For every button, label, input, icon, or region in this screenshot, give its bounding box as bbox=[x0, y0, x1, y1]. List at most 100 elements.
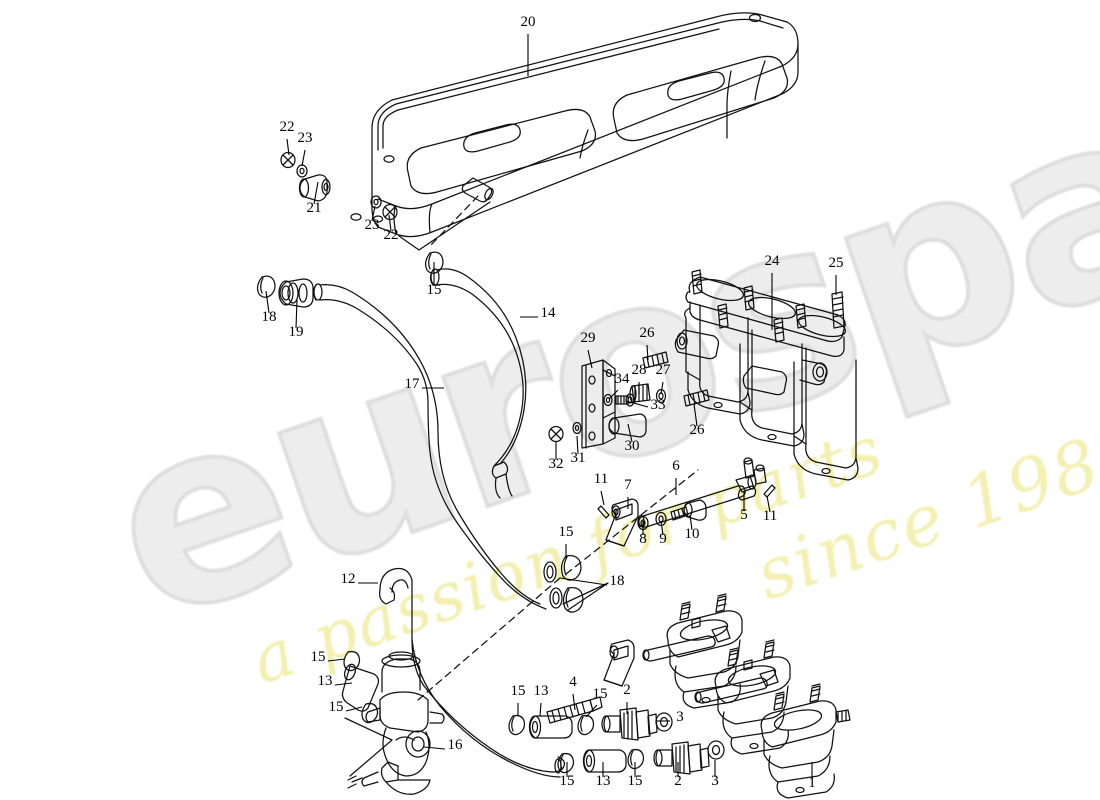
callout-number-9: 9 bbox=[659, 531, 667, 547]
callout-number-3: 3 bbox=[676, 709, 684, 725]
part-hose-13b bbox=[528, 715, 573, 739]
assembly-bracket-cover bbox=[398, 201, 491, 251]
part-clip-15d bbox=[361, 702, 379, 724]
callout-leader-line bbox=[295, 299, 298, 329]
callout-leader-line bbox=[646, 344, 649, 361]
callout-number-14: 14 bbox=[541, 305, 557, 321]
callout-number-23: 23 bbox=[298, 130, 313, 146]
part-fitting-2a bbox=[601, 707, 658, 741]
callout-number-13: 13 bbox=[318, 673, 333, 689]
callout-number-12: 12 bbox=[341, 571, 356, 587]
assembly-dashline-18 bbox=[565, 469, 699, 575]
part-clip-15g bbox=[557, 752, 575, 774]
callout-leader-line bbox=[334, 682, 353, 686]
callout-leader-line bbox=[625, 400, 649, 408]
assembly-fan-pump bbox=[344, 717, 393, 777]
callout-number-33: 33 bbox=[651, 397, 666, 413]
part-hose-14 bbox=[429, 268, 527, 499]
callout-number-34: 34 bbox=[615, 371, 631, 387]
assembly-fan-18 bbox=[562, 582, 609, 611]
part-hose-13a bbox=[341, 663, 380, 712]
callout-number-1: 1 bbox=[808, 775, 816, 791]
part-clip-18b bbox=[560, 555, 582, 581]
callout-leader-line bbox=[388, 214, 392, 232]
callout-number-15: 15 bbox=[628, 773, 643, 789]
callout-number-11: 11 bbox=[763, 508, 777, 524]
callout-number-18: 18 bbox=[610, 573, 625, 589]
part-cover-20 bbox=[350, 12, 799, 238]
callout-leader-line bbox=[286, 138, 290, 156]
callout-number-18: 18 bbox=[262, 309, 277, 325]
callout-leader-line bbox=[572, 693, 576, 711]
part-nut-28 bbox=[629, 383, 651, 403]
callout-leader-line bbox=[301, 149, 306, 167]
part-washer-34 bbox=[603, 393, 613, 407]
part-cover-stub bbox=[461, 177, 494, 203]
callout-number-25: 25 bbox=[829, 255, 844, 271]
callout-number-24: 24 bbox=[765, 253, 781, 269]
callout-number-15: 15 bbox=[560, 773, 575, 789]
callout-number-29: 29 bbox=[581, 330, 596, 346]
callout-number-28: 28 bbox=[632, 362, 647, 378]
callout-leader-line bbox=[265, 290, 270, 314]
callout-leader-line bbox=[313, 181, 319, 205]
callout-number-26: 26 bbox=[640, 325, 656, 341]
callout-number-17: 17 bbox=[405, 376, 421, 392]
callout-number-15: 15 bbox=[329, 699, 344, 715]
callout-number-27: 27 bbox=[656, 362, 672, 378]
callout-leader-line bbox=[327, 658, 346, 662]
part-carburettor-1 bbox=[603, 593, 851, 799]
part-bolt-4 bbox=[546, 696, 603, 724]
callout-leader-line bbox=[576, 435, 579, 455]
callout-number-5: 5 bbox=[740, 507, 748, 523]
part-hose-17 bbox=[312, 283, 547, 610]
part-studs-25 bbox=[691, 269, 845, 343]
callout-leader-line bbox=[600, 490, 605, 506]
assembly-dashline-pump bbox=[417, 577, 561, 701]
part-washer-23b bbox=[370, 195, 382, 209]
callout-number-2: 2 bbox=[623, 682, 631, 698]
callout-number-23: 23 bbox=[365, 217, 380, 233]
callout-number-15: 15 bbox=[511, 683, 526, 699]
callout-leader-line bbox=[539, 702, 542, 717]
callout-number-11: 11 bbox=[594, 471, 608, 487]
callout-number-7: 7 bbox=[624, 477, 632, 493]
callout-number-26: 26 bbox=[690, 422, 706, 438]
part-washer-31 bbox=[572, 421, 582, 435]
part-connector-10 bbox=[670, 499, 707, 521]
callout-number-2: 2 bbox=[674, 773, 682, 789]
part-spacer-30 bbox=[608, 413, 647, 438]
assembly-dashline-cover bbox=[429, 195, 479, 247]
part-pin-11a bbox=[597, 505, 610, 519]
part-pin-11b bbox=[763, 484, 776, 498]
part-clip-18a bbox=[256, 275, 276, 298]
callout-leader-line bbox=[689, 514, 693, 531]
callout-leader-line bbox=[660, 520, 664, 536]
part-clip-15e bbox=[508, 714, 526, 736]
callout-number-6: 6 bbox=[672, 458, 680, 474]
callout-number-22: 22 bbox=[280, 119, 295, 135]
callout-leader-line bbox=[345, 706, 363, 712]
part-washer-3a bbox=[655, 712, 673, 732]
callout-number-30: 30 bbox=[625, 438, 640, 454]
part-bracket-29 bbox=[581, 359, 616, 449]
callout-number-15: 15 bbox=[311, 649, 326, 665]
part-lever-7 bbox=[605, 498, 639, 547]
part-nut-32 bbox=[548, 425, 564, 443]
part-clip-15a bbox=[424, 251, 444, 274]
callout-leader-line bbox=[693, 403, 698, 427]
callout-number-20: 20 bbox=[521, 14, 536, 30]
callout-number-13: 13 bbox=[534, 683, 549, 699]
callout-number-15: 15 bbox=[559, 524, 574, 540]
part-bolt-26a bbox=[642, 351, 669, 369]
callout-leader-line bbox=[423, 746, 446, 750]
callout-number-4: 4 bbox=[569, 674, 577, 690]
part-grommet-21 bbox=[298, 174, 331, 202]
callout-number-13: 13 bbox=[596, 773, 611, 789]
part-bushing-19 bbox=[278, 278, 314, 308]
part-pump-16 bbox=[347, 651, 445, 795]
part-clip-15f bbox=[577, 714, 595, 736]
